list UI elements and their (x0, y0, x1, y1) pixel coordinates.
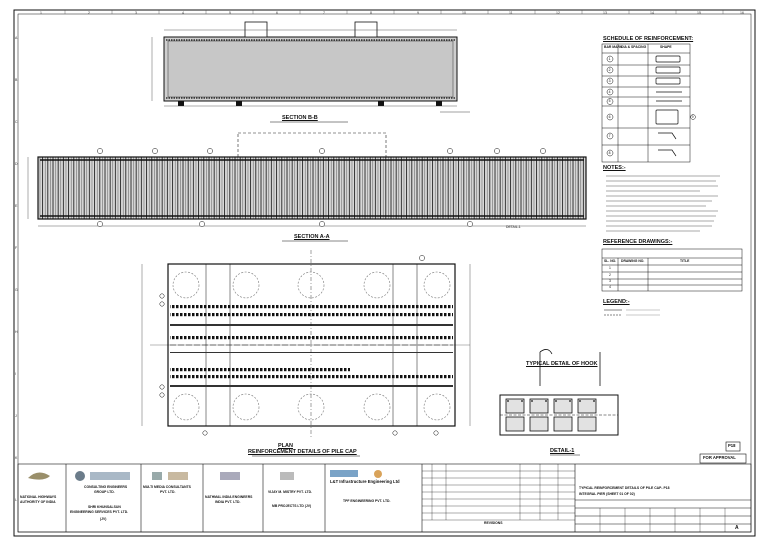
reference-row-no: 1 (609, 266, 611, 270)
title-block-lines (17, 463, 752, 533)
grid-col-9: 9 (417, 11, 419, 15)
grid-row-e: E (15, 204, 18, 208)
reference-header-title: TITLE (680, 259, 690, 263)
grid-col-2: 2 (88, 11, 90, 15)
hook-detail-drawing (539, 349, 601, 386)
grid-row-k: K (15, 456, 18, 460)
drawing-title-line2: INTEGRAL PIER (SHEET 01 OF 02) (579, 492, 635, 496)
grid-row-b: B (15, 78, 18, 82)
consultant-line4: ENGINEERING SERVICES PVT. LTD. (70, 510, 129, 514)
consultant3-line1: NATHMAL INDIA ENGINEERS (205, 495, 253, 499)
consultant-line2: GROUP LTD. (94, 490, 115, 494)
consultant-line5: (JV) (100, 517, 107, 521)
grid-col-11: 11 (509, 11, 513, 15)
tpf-company-name: TPF ENGINEERING PVT. LTD. (343, 499, 391, 503)
legend-title: LEGEND:- (603, 299, 630, 305)
reference-title: REFERENCE DRAWINGS:- (603, 239, 673, 245)
logo-marks (28, 470, 382, 481)
reference-row-no: 4 (609, 285, 611, 289)
schedule-table-lines (601, 43, 691, 163)
schedule-mark: 6 (608, 114, 611, 119)
schedule-mark-circles (606, 55, 614, 157)
client-name-line1: NATIONAL HIGHWAYS (20, 495, 57, 499)
schedule-header-mark: BAR MARK (604, 45, 623, 49)
contractor-line1: VIJAY M. MISTRY PVT. LTD. (268, 490, 313, 494)
grid-row-a: A (15, 36, 18, 40)
contractor-line2: MB PROJECTS LTD (JV) (272, 504, 312, 508)
reference-table-lines (601, 248, 743, 292)
grid-row-c: C (15, 120, 18, 124)
section-bb-title: SECTION B-B (282, 115, 318, 121)
consultant2-line1: MULTI MEDIA CONSULTANTS (143, 485, 191, 489)
plan-title: PLAN (278, 443, 293, 449)
consultant2-line2: PVT. LTD. (160, 490, 176, 494)
consultant-line1: CONSULTING ENGINEERS (84, 485, 128, 489)
grid-col-3: 3 (135, 11, 137, 15)
schedule-mark: 4 (608, 89, 611, 94)
reinforcement-title: REINFORCEMENT DETAILS OF PILE CAP (248, 449, 357, 455)
detail-1-reference: DETAIL-1 (506, 225, 521, 229)
grid-col-8: 8 (370, 11, 372, 15)
grid-col-5: 5 (229, 11, 231, 15)
schedule-header-shape: SHAPE (660, 45, 672, 49)
grid-col-16: 16 (740, 11, 744, 15)
sheet-border (13, 9, 756, 537)
consultant-line3: SHRI KHUNSALSUN (88, 505, 121, 509)
lt-company-name: L&T Infrastructure Engineering Ltd (330, 479, 400, 484)
schedule-mark: 5 (608, 99, 611, 103)
notes-lines (606, 175, 720, 232)
grid-row-i: I (15, 372, 16, 376)
detail-1-title: DETAIL-1 (550, 448, 575, 454)
schedule-mark: 8 (608, 150, 611, 155)
grid-row-f: F (15, 246, 18, 250)
reference-row-no: 3 (609, 279, 611, 283)
schedule-title: SCHEDULE OF REINFORCEMENT: (603, 36, 694, 42)
section-bb-drawing (151, 21, 470, 113)
schedule-mark: 3 (608, 78, 611, 83)
grid-col-15: 15 (697, 11, 701, 15)
hook-detail-title: TYPICAL DETAIL OF HOOK (526, 361, 598, 367)
consultant3-line2: INDIA PVT. LTD. (215, 500, 241, 504)
schedule-mark: 9 (691, 114, 694, 119)
reference-header-no: SL. NO. (604, 259, 617, 263)
schedule-mark: 2 (608, 67, 611, 72)
grid-col-6: 6 (276, 11, 278, 15)
approval-box (699, 453, 747, 464)
grid-row-g: G (15, 288, 18, 292)
top-grid-ticks (64, 10, 724, 14)
revisions-label: REVISIONS (484, 521, 503, 525)
legend-lines (604, 309, 660, 316)
section-aa-drawing (27, 132, 587, 227)
detail-1-drawing (499, 394, 619, 436)
grid-col-13: 13 (603, 11, 607, 15)
approval-stamp: FOR APPROVAL (703, 455, 736, 460)
notes-title: NOTES:- (603, 165, 626, 171)
section-aa-title: SECTION A-A (294, 234, 330, 240)
grid-col-10: 10 (462, 11, 466, 15)
grid-col-14: 14 (650, 11, 654, 15)
grid-row-h: H (15, 330, 18, 334)
reference-header-drawing: DRAWING NO. (621, 259, 645, 263)
grid-row-d: D (15, 162, 18, 166)
schedule-mark: 1 (608, 56, 611, 61)
drawing-code: P18 (728, 443, 736, 448)
grid-col-1: 1 (40, 11, 42, 15)
grid-row-j: J (15, 414, 17, 418)
revision-letter: A (735, 525, 739, 531)
drawing-title-line1: TYPICAL REINFORCEMENT DETAILS OF PILE CA… (579, 486, 670, 490)
reference-row-no: 2 (609, 273, 611, 277)
grid-col-12: 12 (556, 11, 560, 15)
plan-drawing (141, 250, 471, 438)
grid-col-7: 7 (323, 11, 325, 15)
schedule-mark: 7 (608, 133, 611, 138)
schedule-shapes (655, 55, 682, 157)
client-name-line2: AUTHORITY OF INDIA (20, 500, 56, 504)
grid-col-4: 4 (182, 11, 184, 15)
code-box (725, 441, 741, 452)
schedule-header-dia: DIA & SPACING (621, 45, 647, 49)
grid-row-l: L (15, 498, 17, 502)
